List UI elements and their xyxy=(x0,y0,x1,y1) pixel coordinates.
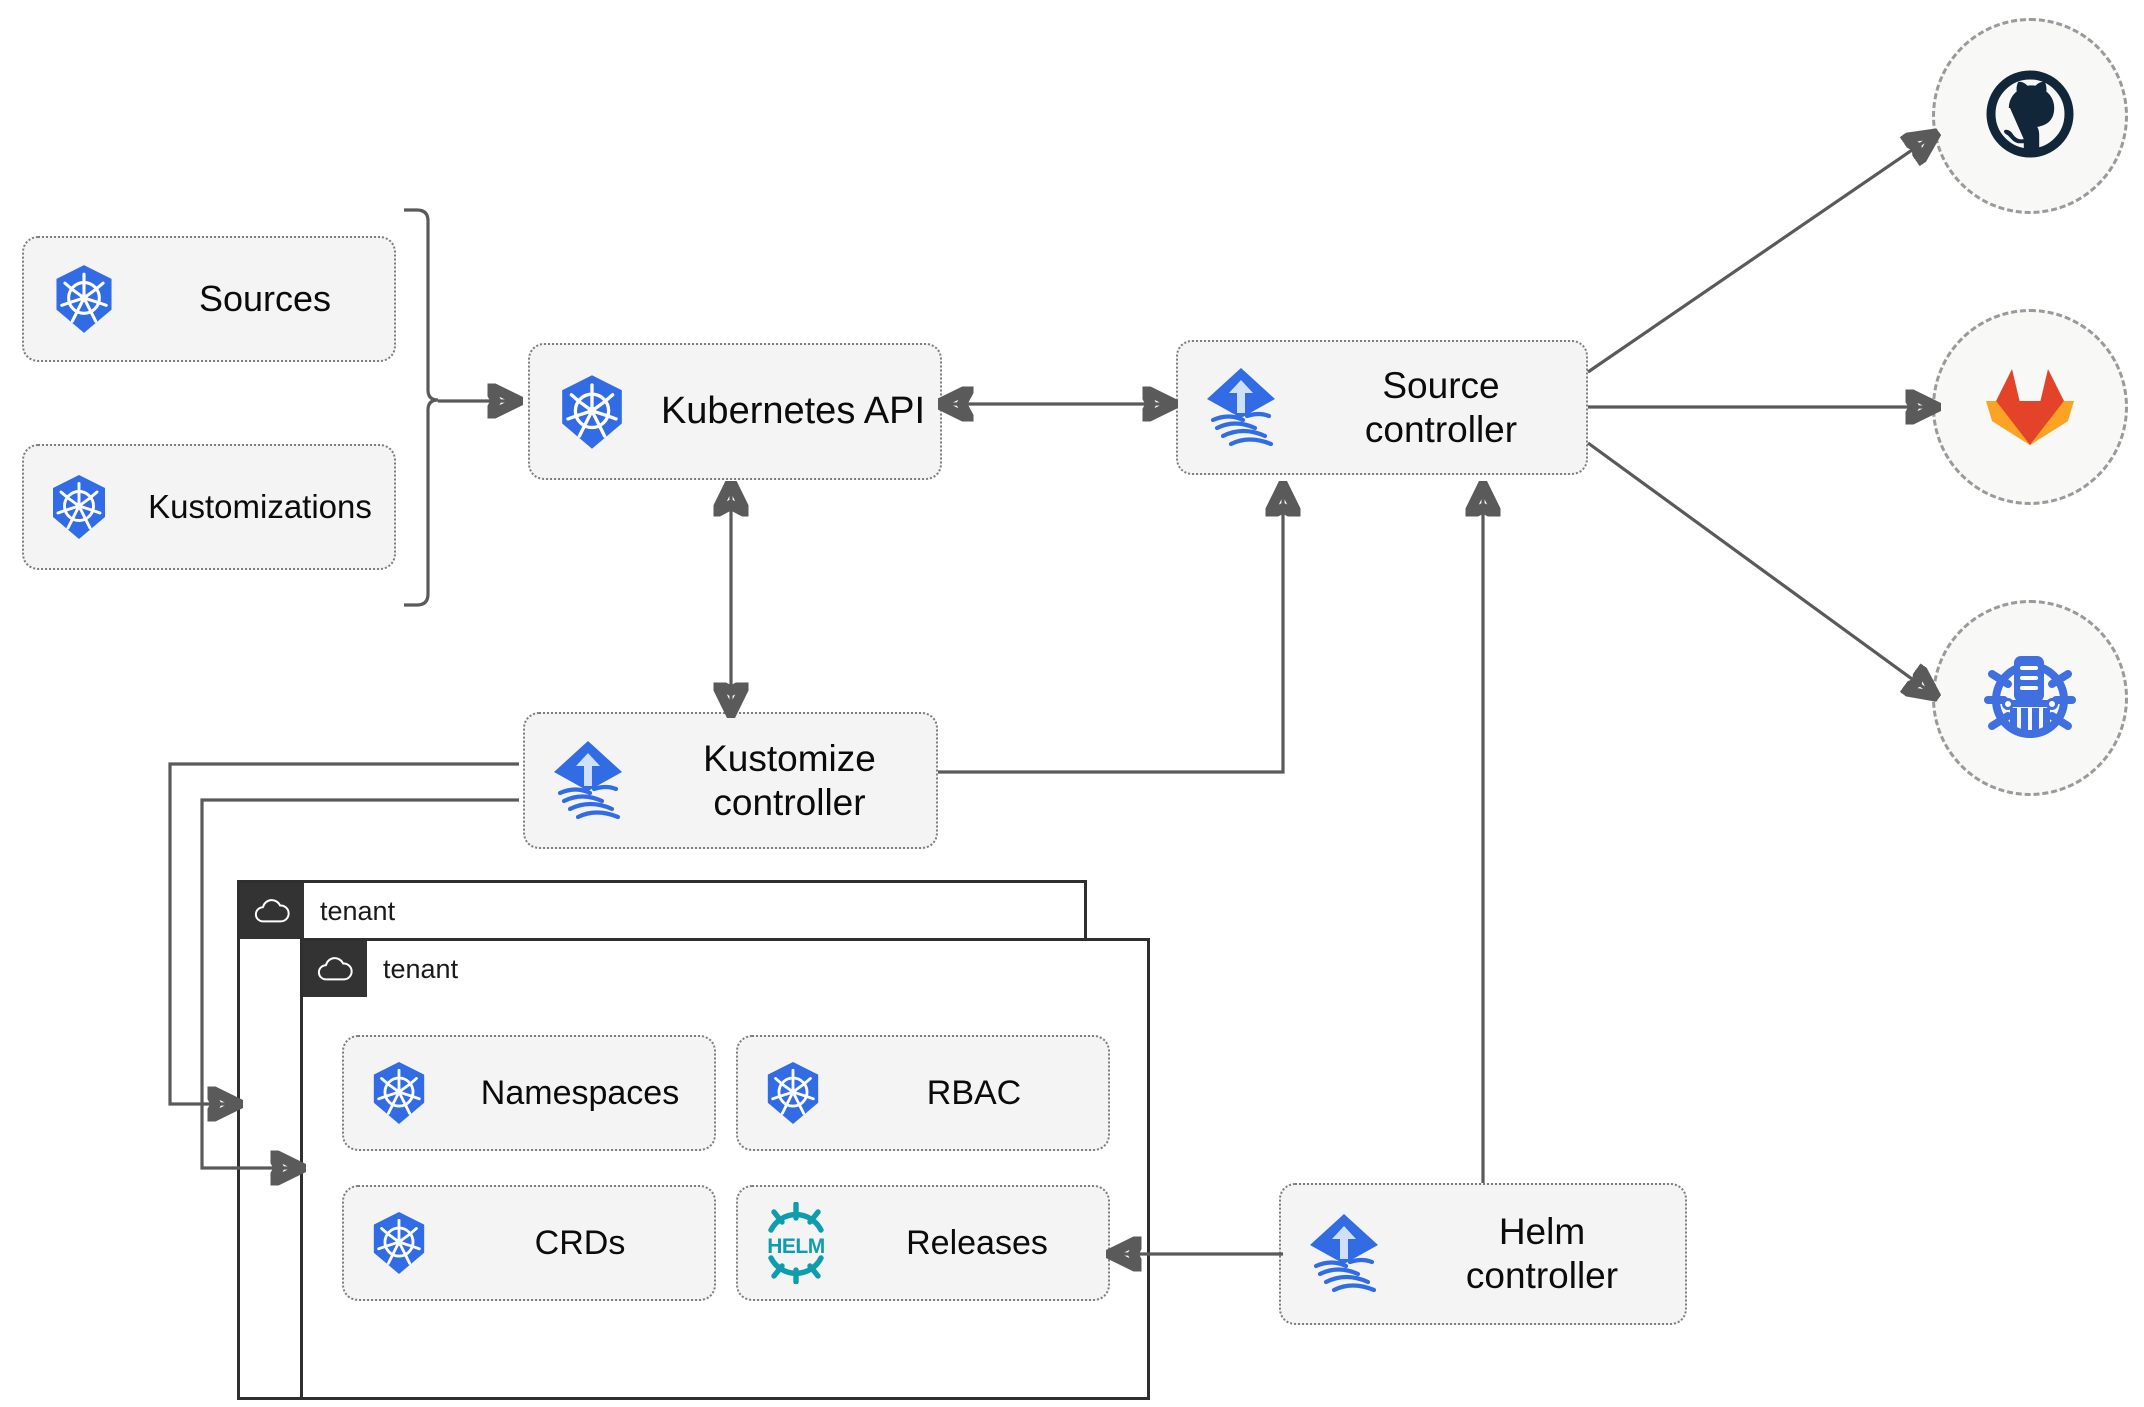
kubernetes-icon xyxy=(344,1059,454,1127)
flux-icon xyxy=(1281,1212,1407,1296)
cloud-icon xyxy=(303,941,367,997)
node-label: Releases xyxy=(906,1223,1048,1262)
node-label: Namespaces xyxy=(480,1073,680,1112)
flux-glyph xyxy=(1310,1214,1378,1293)
node-label: CRDs xyxy=(534,1223,626,1262)
node-label: Sources xyxy=(198,277,332,319)
endpoint-gitlab[interactable] xyxy=(1932,309,2128,505)
tenant-container-inner: tenant xyxy=(300,938,1150,1400)
node-kustomizations[interactable]: Kustomizations xyxy=(22,444,396,570)
edge-source-to-helm-repository xyxy=(1587,441,1934,695)
tenant-label: tenant xyxy=(320,895,396,926)
node-label: Source controller xyxy=(1364,364,1518,450)
svg-text:HELM: HELM xyxy=(767,1235,825,1258)
node-helm-controller[interactable]: Helm controller xyxy=(1279,1183,1687,1325)
github-icon xyxy=(1986,70,2074,158)
kubernetes-icon xyxy=(24,473,134,541)
flux-glyph xyxy=(1207,367,1275,446)
gitlab-icon xyxy=(1986,369,2074,445)
flux-icon xyxy=(525,739,651,823)
helm-repository-icon xyxy=(1984,656,2076,738)
cloud-glyph xyxy=(317,957,353,981)
node-crds[interactable]: CRDs xyxy=(342,1185,716,1301)
node-kustomize-controller[interactable]: Kustomize controller xyxy=(523,712,938,849)
kubernetes-icon xyxy=(530,373,654,451)
endpoint-github[interactable] xyxy=(1932,18,2128,214)
helm-icon: HELM xyxy=(738,1202,854,1284)
kubernetes-icon xyxy=(24,263,144,335)
node-label: Kustomize controller xyxy=(703,737,876,823)
node-source-controller[interactable]: Source controller xyxy=(1176,340,1588,475)
node-releases[interactable]: HELM Releases xyxy=(736,1185,1110,1301)
kubernetes-glyph xyxy=(56,265,112,333)
endpoint-helm-repository[interactable] xyxy=(1932,600,2128,796)
node-rbac[interactable]: RBAC xyxy=(736,1035,1110,1151)
group-bracket xyxy=(404,208,439,607)
kubernetes-glyph xyxy=(373,1062,425,1124)
node-label: Helm controller xyxy=(1465,1211,1619,1296)
kubernetes-icon xyxy=(344,1209,454,1277)
node-label: RBAC xyxy=(926,1073,1022,1112)
cloud-icon xyxy=(240,883,304,939)
node-namespaces[interactable]: Namespaces xyxy=(342,1035,716,1151)
flux-glyph xyxy=(554,740,622,819)
helm-glyph: HELM xyxy=(767,1202,825,1284)
tenant-label: tenant xyxy=(383,953,459,984)
edge-kustomize-to-source-controller xyxy=(938,487,1283,774)
cloud-glyph xyxy=(254,899,290,923)
kubernetes-icon xyxy=(738,1059,848,1127)
kubernetes-glyph xyxy=(562,374,622,449)
node-sources[interactable]: Sources xyxy=(22,236,396,362)
kubernetes-glyph xyxy=(373,1212,425,1274)
flux-icon xyxy=(1178,366,1304,450)
edge-source-to-github xyxy=(1587,135,1934,374)
node-label: Kustomizations xyxy=(148,487,372,525)
kubernetes-glyph xyxy=(767,1062,819,1124)
kubernetes-glyph xyxy=(53,475,105,539)
node-label: Kubernetes API xyxy=(660,390,926,433)
node-kubernetes-api[interactable]: Kubernetes API xyxy=(528,343,942,480)
